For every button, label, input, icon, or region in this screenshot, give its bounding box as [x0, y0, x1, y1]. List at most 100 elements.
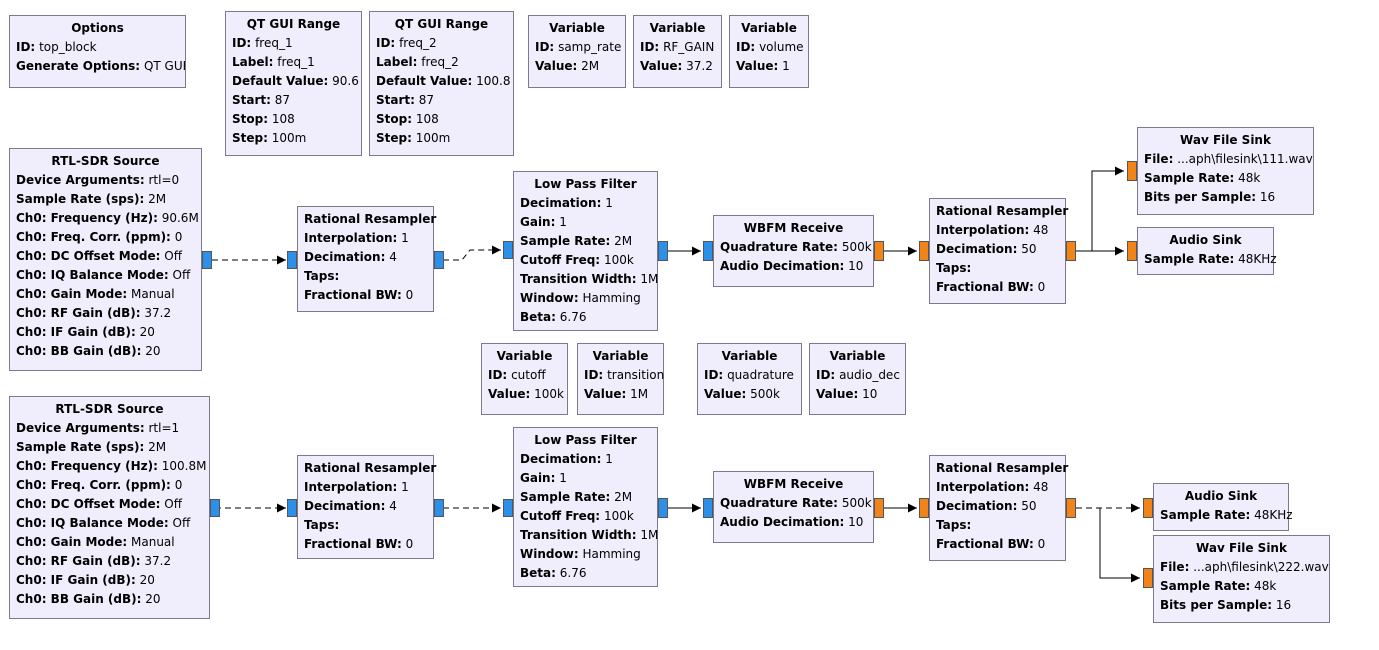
- param-key: Quadrature Rate:: [720, 496, 838, 510]
- rational-resampler-2b-out-port[interactable]: [1066, 498, 1076, 518]
- block-title: Low Pass Filter: [534, 433, 637, 447]
- block-param: Sample Rate: 48KHz: [1144, 250, 1277, 269]
- param-key: Value:: [816, 387, 859, 401]
- param-value: transition: [607, 368, 665, 382]
- wav-file-sink-2-in-port[interactable]: [1143, 568, 1153, 588]
- param-key: Fractional BW:: [936, 280, 1034, 294]
- rational-resampler-1b-out-port[interactable]: [1066, 241, 1076, 261]
- connection-resamp1a-lpf1: [443, 245, 501, 261]
- param-value: 48KHz: [1254, 508, 1293, 522]
- param-key: Step:: [376, 131, 412, 145]
- block-param: ID: RF_GAIN: [640, 38, 715, 57]
- param-value: 48: [1033, 480, 1049, 494]
- rational-resampler-1a-out-port[interactable]: [434, 251, 444, 269]
- param-value: 10: [862, 387, 878, 401]
- param-key: Beta:: [520, 310, 556, 324]
- param-value: 0: [1037, 280, 1046, 294]
- block-param: Taps:: [936, 259, 1059, 278]
- param-key: Taps:: [936, 518, 972, 532]
- wbfm-receive-1-out-port[interactable]: [874, 241, 884, 261]
- param-value: 20: [145, 344, 161, 358]
- param-value: freq_2: [399, 36, 437, 50]
- param-value: 100m: [415, 131, 451, 145]
- param-value: 1: [401, 231, 409, 245]
- param-key: Cutoff Freq:: [520, 253, 601, 267]
- wbfm-receive-2-out-port[interactable]: [874, 498, 884, 518]
- low-pass-filter-2-in-port[interactable]: [503, 499, 513, 517]
- block-param: Fractional BW: 0: [304, 286, 427, 305]
- block-param: Gain: 1: [520, 213, 651, 232]
- param-key: Device Arguments:: [16, 173, 145, 187]
- param-key: Ch0: Gain Mode:: [16, 287, 128, 301]
- rational-resampler-2b-in-port[interactable]: [919, 498, 929, 518]
- low-pass-filter-1-out-port[interactable]: [658, 241, 668, 261]
- param-value: Off: [172, 516, 191, 530]
- param-key: Decimation:: [520, 452, 602, 466]
- block-param: Default Value: 100.8: [376, 72, 511, 91]
- rational-resampler-1b-in-port[interactable]: [919, 241, 929, 261]
- param-key: Bits per Sample:: [1160, 598, 1273, 612]
- wbfm-receive-2-in-port[interactable]: [703, 498, 713, 518]
- rational-resampler-2a-in-port[interactable]: [287, 499, 297, 517]
- rational-resampler-2a-out-port[interactable]: [434, 499, 444, 517]
- param-key: Ch0: IF Gain (dB):: [16, 573, 136, 587]
- audio-sink-1-in-port[interactable]: [1127, 241, 1137, 261]
- param-value: 108: [415, 112, 439, 126]
- block-title: WBFM Receive: [743, 477, 844, 491]
- block-param: Value: 1M: [584, 385, 657, 404]
- block-param: Ch0: Freq. Corr. (ppm): 0: [16, 476, 203, 495]
- rtl-sdr-source-1-out-port[interactable]: [202, 251, 212, 269]
- block-param: Value: 500k: [704, 385, 795, 404]
- param-value: 500k: [750, 387, 781, 401]
- wav-file-sink-1-in-port[interactable]: [1127, 161, 1137, 181]
- param-key: Ch0: IQ Balance Mode:: [16, 516, 169, 530]
- block-param: Interpolation: 48: [936, 221, 1059, 240]
- block-param: ID: volume: [736, 38, 804, 57]
- param-key: Sample Rate:: [1144, 252, 1235, 266]
- audio-sink-2-in-port[interactable]: [1143, 498, 1153, 518]
- block-param: Cutoff Freq: 100k: [520, 507, 651, 526]
- rtl-sdr-source-2-out-port[interactable]: [210, 499, 220, 517]
- wbfm-receive-1-in-port[interactable]: [703, 241, 713, 261]
- param-value: samp_rate: [558, 40, 622, 54]
- param-key: Sample Rate:: [1160, 579, 1251, 593]
- block-param: Interpolation: 1: [304, 229, 427, 248]
- param-value: 100.8M: [161, 459, 207, 473]
- param-value: 0: [405, 537, 414, 551]
- rational-resampler-1a-in-port[interactable]: [287, 251, 297, 269]
- block-param: Decimation: 4: [304, 248, 427, 267]
- connection-resamp2b-wav2: [1099, 508, 1140, 583]
- low-pass-filter-1-in-port[interactable]: [503, 241, 513, 259]
- low-pass-filter-2-out-port[interactable]: [658, 498, 668, 518]
- param-value: 2M: [614, 490, 633, 504]
- param-value: quadrature: [727, 368, 794, 382]
- block-param: Value: 37.2: [640, 57, 715, 76]
- param-value: 1M: [630, 387, 649, 401]
- block-title: Wav File Sink: [1180, 133, 1271, 147]
- param-value: 1: [605, 196, 613, 210]
